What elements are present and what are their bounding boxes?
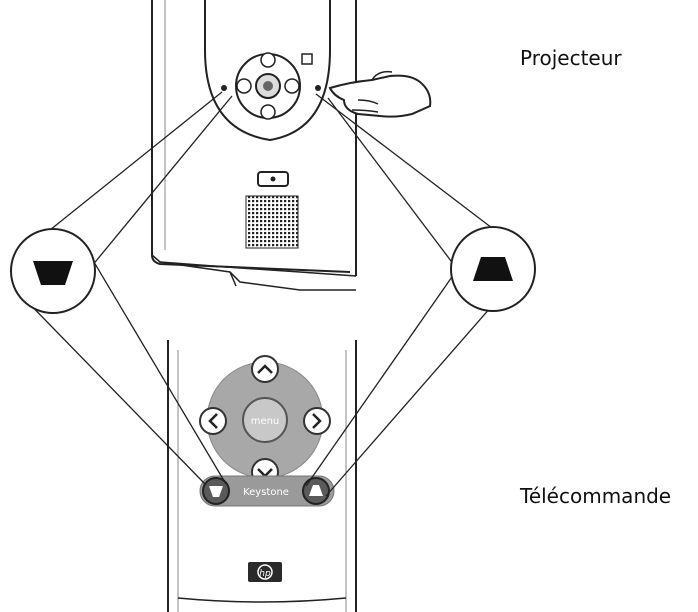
projector-keystone-up-key[interactable] — [315, 85, 321, 91]
projector-right-button[interactable] — [284, 78, 300, 94]
projector-up-button[interactable] — [260, 52, 276, 68]
projector-keystone-down-key[interactable] — [221, 85, 227, 91]
hp-logo — [248, 562, 282, 582]
remote-right-button[interactable] — [303, 407, 331, 435]
projector-down-button[interactable] — [260, 104, 276, 120]
remote-left-button[interactable] — [199, 407, 227, 435]
remote-body — [167, 340, 357, 612]
chevron-right-icon — [312, 413, 322, 429]
remote-menu-button[interactable] — [242, 397, 288, 443]
chevron-up-icon — [257, 364, 273, 374]
chevron-left-icon — [208, 413, 218, 429]
trapezoid-down-icon — [33, 261, 73, 285]
speaker-grille — [245, 195, 299, 249]
remote-keystone-label: Keystone — [243, 487, 289, 498]
remote-keystone-down-button[interactable] — [202, 477, 230, 505]
hp-logo-text: hp — [259, 569, 271, 579]
projector-left-button[interactable] — [236, 78, 252, 94]
remote-keystone-row — [199, 475, 335, 507]
remote-caption: Télécommande — [520, 484, 672, 508]
remote-up-button[interactable] — [251, 355, 279, 383]
pointing-hand-icon — [328, 70, 432, 118]
projector-source-button[interactable] — [301, 53, 313, 65]
trapezoid-up-small-icon — [309, 485, 323, 496]
trapezoid-down-small-icon — [209, 486, 223, 497]
trapezoid-up-icon — [473, 257, 513, 281]
projector-keypad — [221, 52, 321, 249]
right-callout-circle — [450, 226, 536, 312]
left-callout-circle — [10, 228, 96, 314]
remote-menu-label: menu — [251, 416, 280, 427]
projector-caption: Projecteur — [520, 46, 622, 70]
remote-keystone-up-button[interactable] — [302, 477, 330, 505]
